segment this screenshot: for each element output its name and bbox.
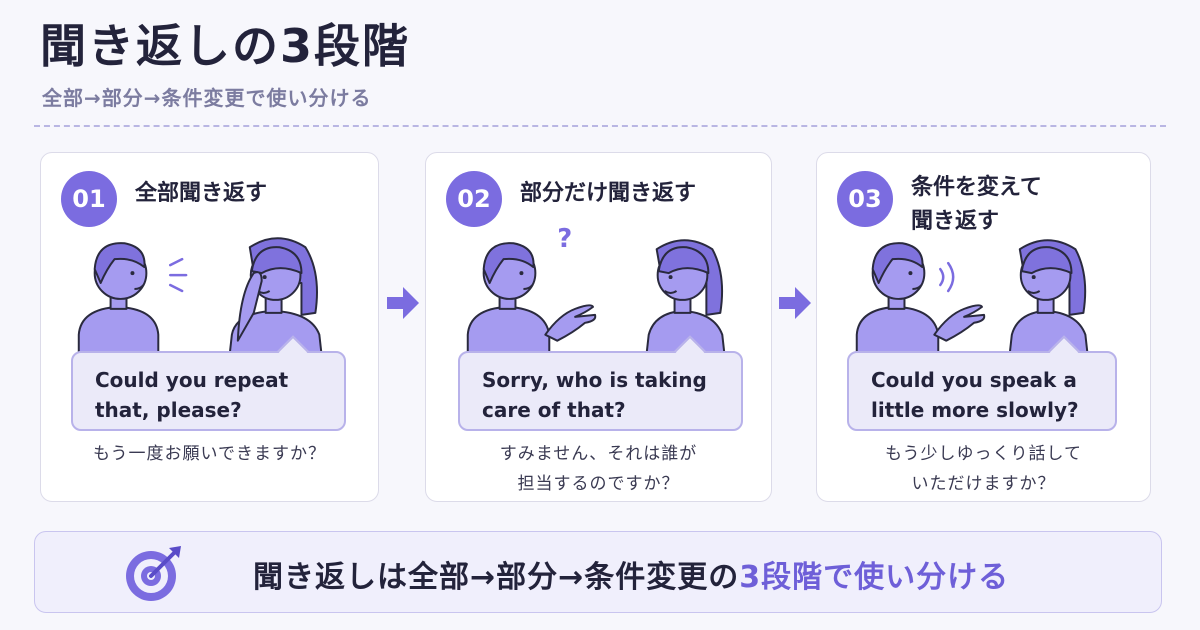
japanese-line: もう一度お願いできますか？	[93, 444, 326, 464]
question-mark-icon: ?	[557, 224, 572, 254]
step-card-1: 01 全部聞き返す Could you repeat that,	[40, 152, 379, 502]
man-figure	[77, 242, 160, 353]
step-title-line: 条件を変えて	[911, 175, 1042, 200]
summary-highlight: 3段階で使い分ける	[739, 560, 1010, 595]
japanese-line: すみません、それは誰が	[499, 444, 698, 464]
english-line: Could you speak a	[871, 368, 1077, 392]
english-line: care of that?	[482, 398, 626, 422]
japanese-line: いただけますか？	[911, 474, 1056, 494]
step-title: 全部聞き返す	[135, 181, 268, 206]
conversation-illustration	[77, 237, 323, 353]
step-title: 条件を変えて 聞き返す	[911, 171, 1091, 239]
japanese-line: もう少しゆっくり話して	[885, 444, 1082, 464]
man-figure	[855, 242, 986, 353]
step-title-line: 聞き返す	[911, 209, 1000, 234]
dashed-divider	[34, 125, 1166, 127]
japanese-line: 担当するのですか？	[517, 474, 680, 494]
summary-banner: 聞き返しは全部→部分→条件変更の3段階で使い分ける	[34, 531, 1162, 613]
arrow-right-icon	[387, 287, 419, 319]
english-speech-bubble: Sorry, who is taking care of that?	[458, 351, 743, 431]
conversation-illustration	[855, 239, 1089, 353]
english-line: that, please?	[95, 398, 242, 422]
speech-lines-icon	[168, 257, 188, 293]
step-title: 部分だけ聞き返す	[520, 181, 697, 206]
conversation-illustration: ?	[466, 224, 726, 353]
sound-waves-icon	[939, 261, 955, 293]
japanese-translation: もう少しゆっくり話して いただけますか？	[817, 439, 1150, 499]
step-number-badge: 01	[61, 171, 117, 227]
japanese-translation: すみません、それは誰が 担当するのですか？	[426, 439, 771, 499]
summary-text: 聞き返しは全部→部分→条件変更の3段階で使い分ける	[253, 552, 1009, 596]
english-line: Could you repeat	[95, 368, 289, 392]
page-subtitle: 全部→部分→条件変更で使い分ける	[42, 86, 372, 110]
step-card-2: 02 部分だけ聞き返す ? Sorry, who is taking care …	[425, 152, 772, 502]
woman-figure	[228, 237, 323, 353]
step-number-badge: 02	[446, 171, 502, 227]
page-title: 聞き返しの3段階	[40, 19, 411, 73]
step-number-badge: 03	[837, 171, 893, 227]
english-line: Sorry, who is taking	[482, 368, 707, 392]
woman-figure	[645, 239, 726, 353]
english-line: little more slowly?	[871, 398, 1079, 422]
japanese-translation: もう一度お願いできますか？	[41, 439, 378, 469]
arrow-right-icon	[779, 287, 811, 319]
summary-main: 聞き返しは全部→部分→条件変更の	[253, 560, 740, 595]
english-speech-bubble: Could you repeat that, please?	[71, 351, 346, 431]
english-speech-bubble: Could you speak a little more slowly?	[847, 351, 1117, 431]
step-card-3: 03 条件を変えて 聞き返す Could you speak	[816, 152, 1151, 502]
man-figure	[466, 242, 597, 353]
target-icon	[126, 546, 181, 601]
woman-figure	[1008, 239, 1089, 353]
